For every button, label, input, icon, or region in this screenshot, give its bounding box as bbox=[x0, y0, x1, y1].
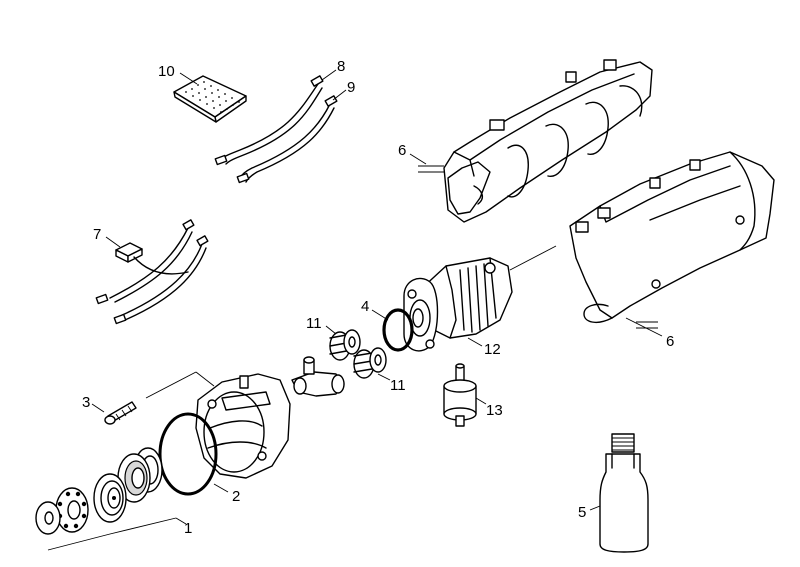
part-label-11-bottom: 11 bbox=[390, 377, 406, 394]
bearing-icon bbox=[35, 447, 187, 551]
part-label-5: 5 bbox=[578, 504, 586, 521]
cable-harness-icon bbox=[214, 69, 347, 184]
part-label-8: 8 bbox=[337, 58, 345, 75]
gear-icon bbox=[353, 347, 391, 381]
part-label-6-top: 6 bbox=[398, 142, 406, 159]
valve-seat-icon bbox=[443, 363, 487, 427]
motor-icon bbox=[403, 257, 513, 352]
housing-half-icon bbox=[409, 59, 653, 223]
part-label-13: 13 bbox=[486, 402, 503, 419]
gear-icon bbox=[325, 325, 361, 361]
part-label-2: 2 bbox=[232, 488, 240, 505]
o-ring-icon bbox=[371, 308, 414, 352]
part-label-10: 10 bbox=[158, 63, 175, 80]
part-label-7: 7 bbox=[93, 226, 101, 243]
screw-icon bbox=[91, 401, 137, 425]
part-label-3: 3 bbox=[82, 394, 90, 411]
part-label-1: 1 bbox=[184, 520, 192, 537]
pump-head-icon bbox=[145, 371, 291, 479]
switch-icon bbox=[95, 219, 209, 325]
pump-head-icon bbox=[291, 356, 345, 397]
housing-half-icon bbox=[569, 151, 775, 337]
part-label-6-bottom: 6 bbox=[666, 333, 674, 350]
part-label-11-top: 11 bbox=[306, 315, 322, 332]
o-ring-icon bbox=[158, 412, 229, 496]
part-labels: 10 8 9 6 7 4 11 6 12 11 3 13 2 5 1 bbox=[82, 58, 674, 537]
part-label-4: 4 bbox=[361, 298, 369, 315]
filter-mesh-icon bbox=[173, 72, 247, 123]
part-label-12: 12 bbox=[484, 341, 501, 358]
part-label-9: 9 bbox=[347, 79, 355, 96]
oil-bottle-icon bbox=[589, 433, 649, 553]
